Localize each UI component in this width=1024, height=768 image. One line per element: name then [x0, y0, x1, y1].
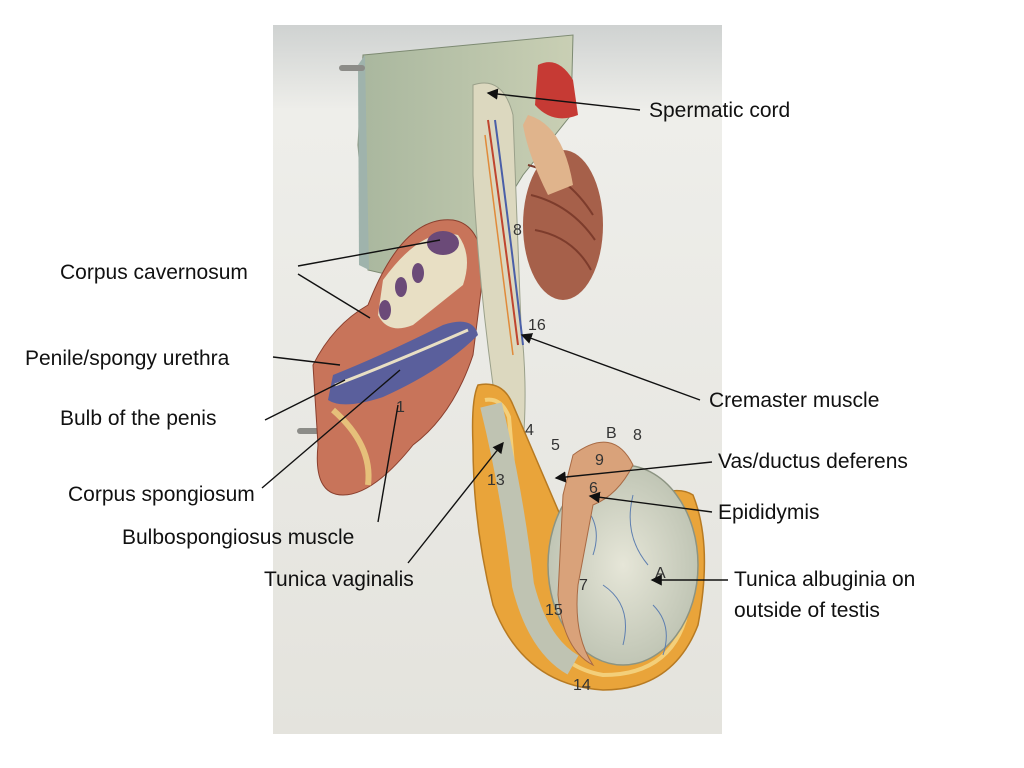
marking-8-lower: 8 — [633, 427, 642, 444]
leader-spermatic-cord — [486, 88, 641, 111]
marking-14: 14 — [573, 677, 591, 694]
leader-tunica-vaginalis — [407, 441, 504, 564]
mounting-pin-top — [339, 65, 365, 71]
marking-6: 6 — [589, 480, 598, 497]
leader-corpus-cavernosum-a — [297, 239, 441, 267]
marking-7: 7 — [579, 577, 588, 594]
muscle-mass — [523, 150, 603, 300]
label-epididymis: Epididymis — [718, 501, 820, 524]
leader-bulb — [264, 379, 346, 421]
marking-5: 5 — [551, 437, 560, 454]
marking-13: 13 — [487, 472, 505, 489]
leader-vas-deferens — [554, 461, 713, 483]
label-corpus-spongiosum: Corpus spongiosum — [68, 483, 255, 506]
label-bulb-of-penis: Bulb of the penis — [60, 407, 217, 430]
leader-penile-urethra — [272, 356, 341, 366]
marking-9: 9 — [595, 452, 604, 469]
marking-8-upper: 8 — [513, 222, 522, 239]
label-cremaster: Cremaster muscle — [709, 389, 880, 412]
leader-corpus-spongiosum — [261, 369, 401, 489]
label-penile-urethra: Penile/spongy urethra — [25, 347, 230, 370]
marking-4: 4 — [525, 422, 534, 439]
leader-epididymis — [588, 491, 713, 513]
label-vas-deferens: Vas/ductus deferens — [718, 450, 908, 473]
label-tunica-vaginalis: Tunica vaginalis — [264, 568, 414, 591]
marking-1: 1 — [396, 399, 405, 416]
marking-15: 15 — [545, 602, 563, 619]
marking-A: A — [655, 565, 666, 582]
marking-B: B — [606, 425, 617, 442]
epididymis-shape — [557, 441, 634, 667]
leader-cremaster — [520, 333, 701, 401]
label-tunica-albuginia-line2: outside of testis — [734, 599, 880, 622]
leader-corpus-cavernosum-b — [297, 273, 371, 319]
marking-16: 16 — [528, 317, 546, 334]
label-spermatic-cord: Spermatic cord — [649, 99, 791, 122]
label-bulbospongiosus: Bulbospongiosus muscle — [122, 526, 355, 549]
label-corpus-cavernosum: Corpus cavernosum — [60, 261, 248, 284]
leader-bulbospongiosus — [377, 404, 399, 523]
spermatic-cord — [472, 82, 526, 456]
label-tunica-albuginia-line1: Tunica albuginia on — [734, 568, 916, 591]
